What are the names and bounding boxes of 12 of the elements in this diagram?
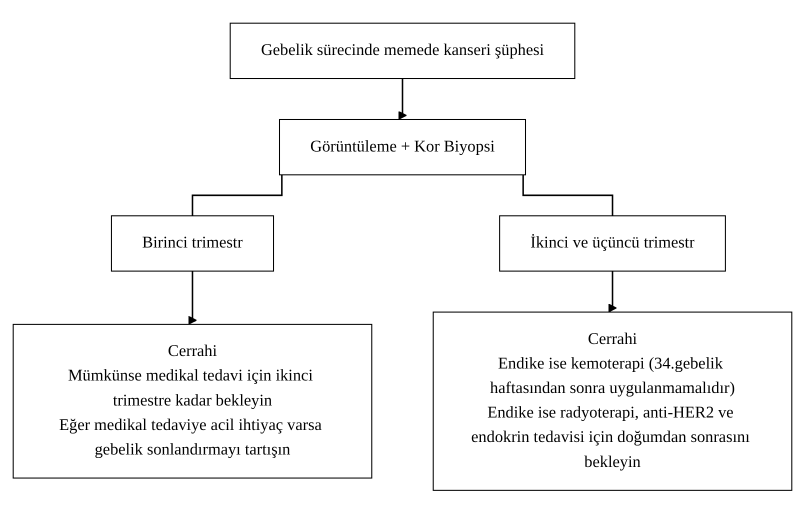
node-box — [499, 216, 726, 272]
node-box — [230, 22, 576, 80]
connector — [522, 175, 614, 217]
node-box — [432, 312, 792, 492]
arrow — [398, 78, 407, 120]
node-box — [12, 324, 372, 479]
arrow — [188, 271, 197, 326]
node-box — [278, 119, 526, 176]
arrow — [608, 271, 618, 313]
flowchart: Gebelik sürecinde memede kanseri şüphesi Görüntüleme + Kor Biyopsi Birinci trimestr İkinci ve üçüncü trimestr Cerrahi Mümkünse medikal tedavi için ikinci trimestre kadar bekleyin Eğer medikal tedaviye acil ihtiyaç varsa gebelik sonlandırmayı tartışın Cerrahi Endike ise kemoterapi (34.gebelik haftasından sonra uygulanmamalıdır) Endike ise radyoterapi, anti-HER2 ve endokrin tedavisi için doğumdan sonrasını bekleyin — [5, 15, 800, 499]
node-box — [110, 216, 274, 272]
connector — [192, 175, 283, 217]
